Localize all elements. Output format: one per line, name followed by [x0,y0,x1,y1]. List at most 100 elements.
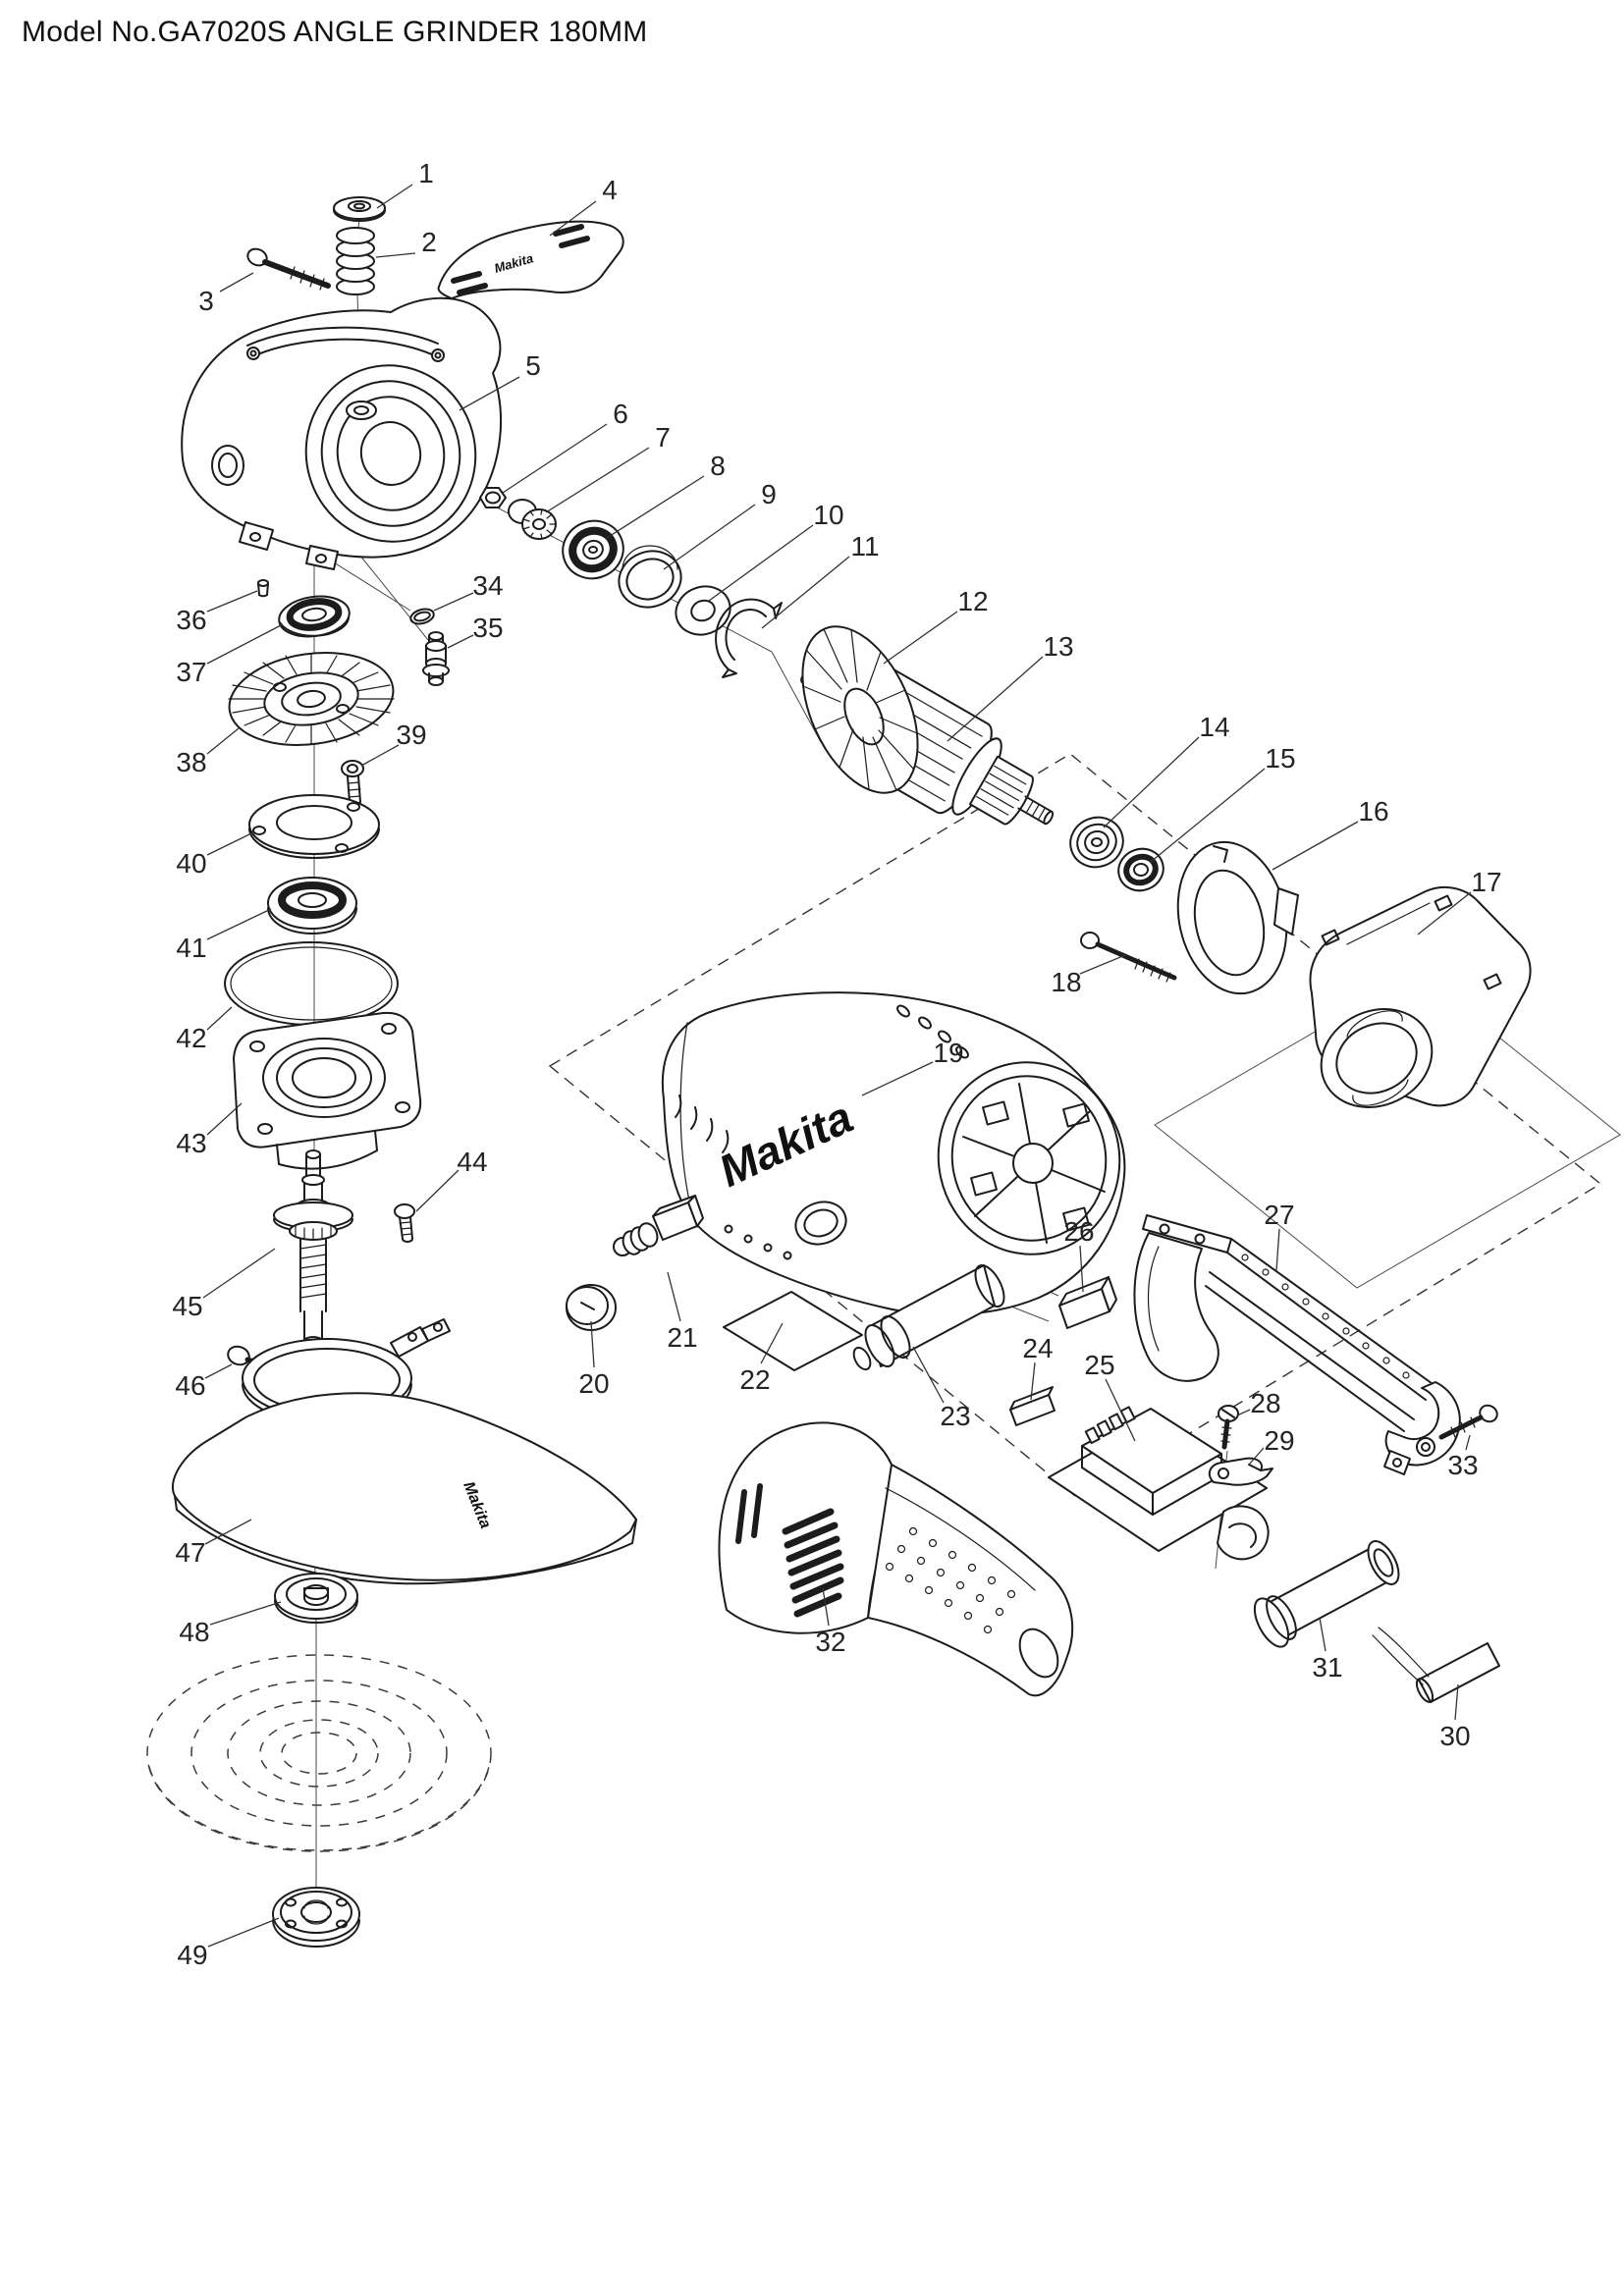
part-washer-1 [333,196,386,222]
part-pinion-gear-7 [508,499,557,540]
part-label-14: 14 [1199,712,1229,742]
part-bearing-14 [1069,816,1124,869]
part-label-33: 33 [1447,1450,1478,1480]
part-rear-cover-32 [718,1421,1074,1697]
part-label-43: 43 [176,1128,206,1158]
part-field-17 [1309,885,1532,1108]
part-label-18: 18 [1051,967,1081,997]
part-label-49: 49 [177,1940,207,1970]
part-label-5: 5 [525,350,541,381]
part-label-4: 4 [602,175,618,205]
part-label-29: 29 [1264,1425,1294,1456]
leader-line-48 [209,1601,282,1626]
leader-line-14 [1103,736,1200,828]
part-label-7: 7 [655,422,671,453]
leader-line-25 [1105,1378,1136,1442]
part-label-6: 6 [613,399,628,429]
leader-line-17 [1417,891,1472,935]
part-label-47: 47 [175,1537,205,1568]
leader-line-19 [861,1061,934,1096]
leader-line-29 [1248,1447,1265,1466]
leader-line-43 [206,1102,243,1136]
part-label-8: 8 [710,451,726,481]
part-label-35: 35 [472,613,503,643]
part-label-15: 15 [1265,743,1295,774]
part-screw-39 [341,760,364,805]
part-label-36: 36 [176,605,206,635]
part-label-26: 26 [1063,1216,1094,1247]
part-label-44: 44 [457,1147,487,1177]
part-spindle-45 [273,1149,353,1346]
leader-line-41 [206,908,272,940]
leader-line-13 [947,656,1044,742]
leader-line-8 [606,475,705,539]
part-label-10: 10 [813,500,843,530]
part-label-17: 17 [1471,867,1501,897]
part-lock-lever-29 [1208,1457,1273,1486]
part-spring-2 [336,227,375,295]
part-label-20: 20 [578,1368,609,1399]
leader-line-32 [822,1587,830,1627]
reference-grinding-wheel [146,1654,492,1852]
part-handle-cover-4: Makita [437,220,624,299]
part-switch-25 [1048,1406,1270,1561]
part-snap-ring-11 [715,598,783,678]
part-screw-18 [1080,932,1177,983]
leader-line-49 [207,1917,280,1948]
leader-line-44 [415,1169,460,1212]
leader-line-40 [206,831,254,856]
leader-line-5 [459,376,520,411]
leader-line-26 [1079,1245,1084,1293]
part-screw-28 [1218,1405,1239,1450]
leader-line-16 [1272,821,1359,871]
part-label-27: 27 [1264,1200,1294,1230]
leader-line-15 [1150,768,1266,863]
part-block-24 [1009,1386,1056,1426]
leader-line-6 [502,423,608,494]
leader-line-22 [760,1322,784,1364]
part-label-21: 21 [667,1322,697,1353]
part-retainer-plate-40 [248,794,380,859]
leader-line-12 [883,611,958,665]
part-wheel-guard-47: Makita [172,1318,637,1585]
leader-line-33 [1465,1434,1471,1451]
page-title: Model No.GA7020S ANGLE GRINDER 180MM [22,16,648,48]
part-nut-6 [479,487,507,508]
part-rubber-ring-9 [618,545,682,609]
leader-line-39 [360,744,400,767]
part-label-37: 37 [176,657,206,687]
part-label-3: 3 [198,286,214,316]
part-label-16: 16 [1358,796,1388,827]
leader-line-21 [667,1271,681,1322]
leader-line-11 [761,556,850,629]
part-fan-12 [801,625,919,794]
leader-line-1 [376,184,413,209]
part-label-1: 1 [418,158,434,188]
leader-lines [202,184,1472,1948]
part-pin-35 [422,631,450,686]
part-label-30: 30 [1439,1721,1470,1751]
part-pin-36 [257,579,269,598]
leader-line-31 [1319,1617,1326,1652]
part-label-9: 9 [761,479,777,509]
part-bearing-41 [267,877,357,934]
leader-line-10 [708,524,814,602]
leader-line-37 [206,623,284,665]
part-label-19: 19 [933,1038,963,1068]
part-cord-30 [1372,1627,1500,1703]
part-screw-44 [394,1203,415,1243]
part-label-13: 13 [1043,631,1073,662]
part-bearing-box-43 [233,1011,422,1170]
part-flat-washer-10 [675,585,731,636]
leader-line-23 [912,1346,945,1404]
part-gear-housing-5 [181,296,502,570]
leader-line-4 [549,200,597,237]
leader-line-2 [375,252,416,258]
leader-line-27 [1275,1228,1280,1271]
leader-line-35 [447,634,474,649]
part-label-24: 24 [1022,1333,1053,1363]
part-bearing-37 [278,595,351,638]
leader-line-47 [204,1519,252,1545]
